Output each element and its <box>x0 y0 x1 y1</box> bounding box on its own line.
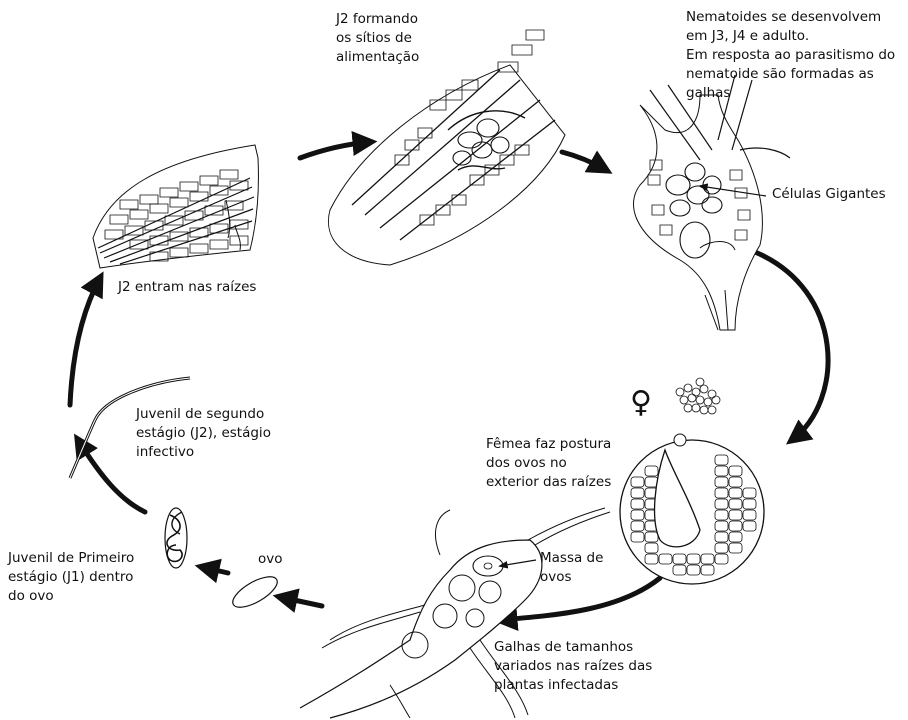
egg-illustration <box>228 571 281 613</box>
label-egg-mass: Massa de ovos <box>540 549 603 587</box>
root-entry-illustration <box>93 145 258 268</box>
label-second-stage-juvenile: Juvenil de segundo estágio (J2), estágio… <box>136 405 271 462</box>
female-symbol: ♀ <box>630 385 652 420</box>
label-galls-various-sizes: Galhas de tamanhos variados nas raízes d… <box>494 638 652 695</box>
arrow-j1-to-j2 <box>78 440 145 512</box>
j1-in-egg-illustration <box>165 508 187 568</box>
label-first-stage-juvenile: Juvenil de Primeiro estágio (J1) dentro … <box>8 549 134 606</box>
label-nematodes-develop: Nematoides se desenvolvem em J3, J4 e ad… <box>686 8 895 103</box>
label-giant-cells: Células Gigantes <box>772 185 886 204</box>
label-j2-enter-roots: J2 entram nas raízes <box>118 278 256 297</box>
egg-cluster <box>676 378 720 414</box>
arrow-egg-to-j1 <box>202 567 228 573</box>
arrow-eggmass-to-egg <box>280 597 322 606</box>
arrow-feeding-to-galls <box>562 152 606 170</box>
arrow-j2-to-roots <box>70 278 100 405</box>
gall-giant-cells-illustration <box>633 75 790 330</box>
label-egg: ovo <box>258 550 283 569</box>
arrow-roots-to-feeding <box>300 142 370 158</box>
label-j2-forming-feeding-sites: J2 formando os sítios de alimentação <box>336 10 419 67</box>
label-female-egg-laying: Fêmea faz postura dos ovos no exterior d… <box>486 435 611 492</box>
arrow-galls-to-female <box>755 252 828 440</box>
